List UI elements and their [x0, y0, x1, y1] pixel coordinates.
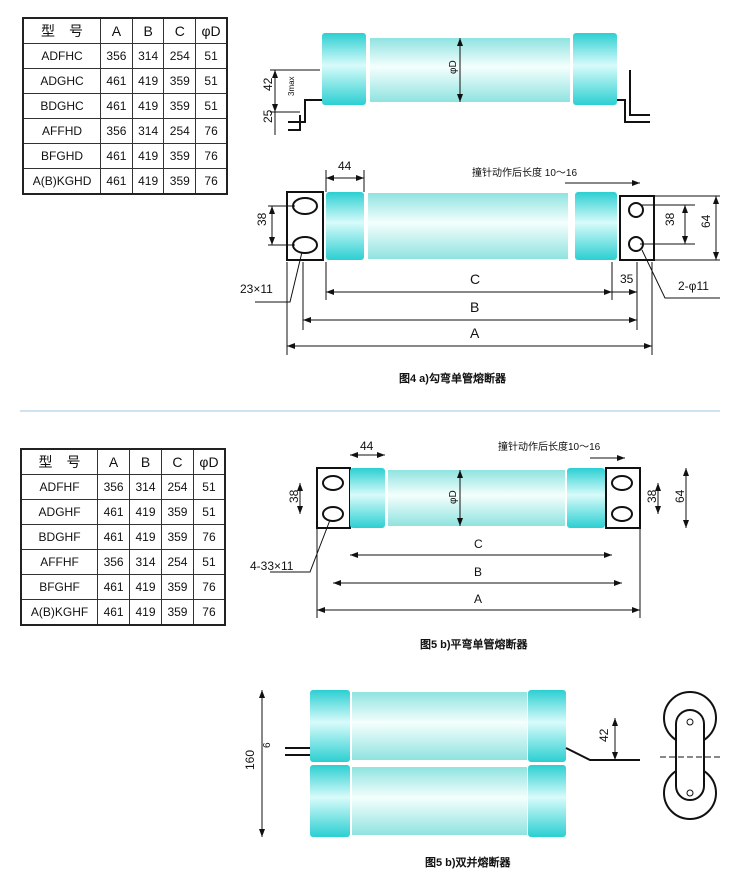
- model-cell: BFGHF: [20, 574, 99, 600]
- model-cell: ADFHC: [22, 43, 102, 69]
- dim-phiD: φD: [448, 60, 459, 74]
- value-cell: 359: [163, 143, 197, 169]
- dim-holes: 2-φ11: [678, 279, 709, 293]
- value-cell: 76: [195, 168, 228, 195]
- dim-44: 44: [360, 439, 374, 453]
- dim-C: C: [474, 537, 483, 551]
- value-cell: 356: [97, 549, 131, 575]
- model-cell: ADGHC: [22, 68, 102, 94]
- value-cell: 359: [160, 574, 194, 600]
- value-cell: 419: [131, 93, 165, 119]
- dim-64: 64: [699, 214, 713, 228]
- dim-25: 25: [261, 109, 275, 123]
- dim-35: 35: [620, 272, 634, 286]
- value-cell: 419: [129, 599, 162, 626]
- value-cell: 314: [129, 474, 162, 500]
- dim-C: C: [470, 271, 480, 287]
- value-cell: 419: [129, 574, 162, 600]
- header-d: φD: [195, 17, 228, 44]
- dim-A: A: [470, 325, 480, 341]
- header-c: C: [160, 448, 194, 475]
- value-cell: 76: [195, 143, 228, 169]
- value-cell: 359: [163, 68, 197, 94]
- value-cell: 356: [100, 118, 133, 144]
- figure-caption: 图5 b)双并熔断器: [425, 855, 512, 869]
- header-d: φD: [192, 448, 226, 475]
- model-cell: AFFHD: [22, 118, 102, 144]
- value-cell: 76: [192, 599, 226, 626]
- striker-length-note: 撞针动作后长度 10～16: [472, 166, 577, 179]
- dim-A: A: [474, 592, 482, 606]
- figure-caption: 图4 a)勾弯单管熔断器: [399, 371, 507, 385]
- value-cell: 51: [195, 68, 228, 94]
- value-cell: 76: [192, 574, 226, 600]
- value-cell: 254: [160, 474, 194, 500]
- table-header: 型 号 A B C φD: [20, 448, 226, 475]
- dim-64: 64: [673, 489, 687, 503]
- dim-42: 42: [597, 728, 611, 742]
- dim-44: 44: [338, 159, 352, 173]
- dim-slot: 23×11: [240, 282, 273, 296]
- value-cell: 314: [131, 43, 165, 69]
- value-cell: 51: [192, 474, 226, 500]
- figure-caption: 图5 b)平弯单管熔断器: [420, 637, 529, 651]
- dim-38-right: 38: [645, 489, 659, 503]
- dim-38-right: 38: [663, 212, 677, 226]
- header-a: A: [100, 17, 133, 44]
- dim-phiD: φD: [448, 490, 459, 504]
- dim-B: B: [474, 565, 482, 579]
- dim-6: 6: [262, 742, 273, 748]
- dim-3max: 3max: [287, 76, 296, 96]
- model-cell: ADGHF: [20, 499, 99, 525]
- dim-38-left: 38: [255, 212, 269, 226]
- value-cell: 314: [131, 118, 165, 144]
- value-cell: 51: [192, 499, 226, 525]
- model-cell: A(B)KGHD: [22, 168, 102, 195]
- fig4-top-view: [255, 170, 720, 355]
- fig5a-view: [270, 452, 689, 618]
- dim-slot: 4-33×11: [250, 559, 294, 573]
- value-cell: 461: [97, 499, 131, 525]
- dim-42: 42: [261, 77, 275, 91]
- value-cell: 461: [97, 524, 131, 550]
- fig4-side-view: [270, 33, 650, 135]
- value-cell: 359: [160, 499, 194, 525]
- striker-length-note: 撞针动作后长度10～16: [498, 440, 601, 453]
- value-cell: 356: [100, 43, 133, 69]
- model-cell: BFGHD: [22, 143, 102, 169]
- header-model: 型 号: [20, 448, 99, 475]
- value-cell: 51: [192, 549, 226, 575]
- table-header: 型 号 A B C φD: [22, 17, 228, 44]
- fig5b-double-view: [259, 690, 720, 837]
- value-cell: 356: [97, 474, 131, 500]
- dim-160: 160: [243, 750, 257, 770]
- value-cell: 461: [100, 168, 133, 195]
- dim-B: B: [470, 299, 479, 315]
- model-cell: ADFHF: [20, 474, 99, 500]
- model-cell: A(B)KGHF: [20, 599, 99, 626]
- value-cell: 419: [131, 143, 165, 169]
- value-cell: 461: [97, 599, 131, 626]
- dim-38-left: 38: [287, 489, 301, 503]
- value-cell: 254: [163, 118, 197, 144]
- value-cell: 461: [100, 93, 133, 119]
- value-cell: 359: [160, 599, 194, 626]
